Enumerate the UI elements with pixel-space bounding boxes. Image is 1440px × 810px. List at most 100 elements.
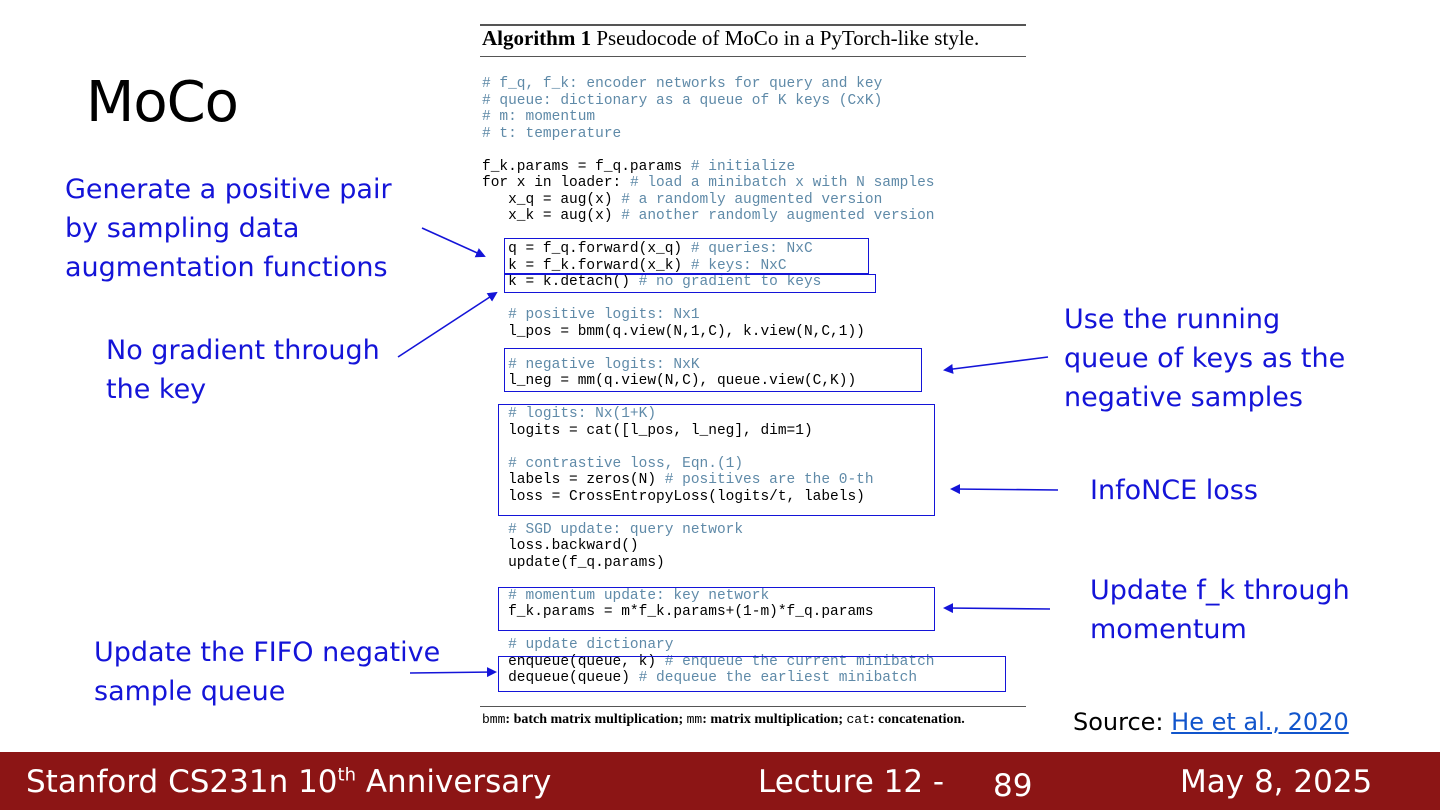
annotation-line: augmentation functions	[65, 252, 388, 283]
annotation-momentum: Update f_k through momentum	[1090, 571, 1350, 649]
annotation-line: by sampling data	[65, 213, 300, 244]
code-comment: # t: temperature	[482, 125, 622, 142]
annotation-line: Update the FIFO negative	[94, 637, 441, 668]
footer-course: Stanford CS231n 10th Anniversary	[26, 764, 551, 800]
footnote-definition: : batch matrix multiplication;	[505, 712, 687, 727]
code-line: # update dictionary	[482, 637, 935, 654]
code-text: update(f_q.params)	[482, 554, 665, 571]
code-line: enqueue(queue, k) # enqueue the current …	[482, 654, 935, 671]
arrow-momentum	[943, 603, 1051, 614]
code-line: # t: temperature	[482, 126, 935, 143]
annotation-line: No gradient through	[106, 335, 380, 366]
code-line: # queue: dictionary as a queue of K keys…	[482, 93, 935, 110]
annotation-positive-pair: Generate a positive pair by sampling dat…	[65, 170, 392, 287]
highlight-box-detach	[504, 274, 876, 293]
code-line: x_k = aug(x) # another randomly augmente…	[482, 208, 935, 225]
code-comment: # logits: Nx(1+K)	[508, 406, 657, 422]
code-line: # contrastive loss, Eqn.(1)	[482, 456, 935, 473]
annotation-line: Use the running	[1064, 304, 1281, 335]
code-text: loss = CrossEntropyLoss(logits/t, labels…	[482, 488, 865, 505]
annotation-line: the key	[106, 374, 207, 405]
code-comment: # queries: NxC	[690, 241, 813, 257]
algorithm-caption: Pseudocode of MoCo in a PyTorch-like sty…	[591, 26, 980, 50]
footnote-term: bmm	[482, 712, 506, 727]
code-comment: # f_q, f_k: encoder networks for query a…	[482, 76, 883, 92]
arrow-fifo	[409, 667, 497, 678]
footer-page-number: 89	[993, 768, 1033, 804]
code-line: loss.backward()	[482, 538, 935, 555]
code-line: # logits: Nx(1+K)	[482, 406, 935, 423]
code-comment: # queue: dictionary as a queue of K keys…	[482, 92, 883, 109]
algorithm-footnote: bmm: batch matrix multiplication; mm: ma…	[482, 712, 965, 728]
code-comment: # contrastive loss, Eqn.(1)	[508, 455, 744, 472]
source-label: Source:	[1073, 708, 1172, 736]
code-text: k = k.detach()	[482, 274, 639, 290]
annotation-line: Update f_k through	[1090, 575, 1350, 606]
code-text: for x in loader:	[482, 175, 630, 191]
code-line: # negative logits: NxK	[482, 357, 935, 374]
top-rule	[480, 24, 1026, 26]
annotation-infonce: InfoNCE loss	[1090, 471, 1258, 510]
footer-date: May 8, 2025	[1180, 764, 1373, 800]
code-text: x_q = aug(x)	[482, 191, 622, 208]
code-line: labels = zeros(N) # positives are the 0-…	[482, 472, 935, 489]
code-line: dequeue(queue) # dequeue the earliest mi…	[482, 670, 935, 687]
course-tail: Anniversary	[356, 764, 552, 800]
code-text: k = f_k.forward(x_k)	[482, 257, 691, 274]
code-text: l_pos = bmm(q.view(N,1,C), k.view(N,C,1)…	[482, 323, 865, 340]
annotation-line: momentum	[1090, 614, 1247, 645]
code-comment: # initialize	[690, 158, 796, 175]
annotation-line: queue of keys as the	[1064, 343, 1346, 374]
code-comment: # no gradient to keys	[638, 274, 822, 290]
code-text: l_neg = mm(q.view(N,C), queue.view(C,K))	[482, 373, 857, 389]
code-comment: # momentum update: key network	[508, 587, 770, 604]
source-citation: Source: He et al., 2020	[1073, 708, 1349, 736]
annotation-line: Generate a positive pair	[65, 174, 392, 205]
footer-lecture: Lecture 12 -	[758, 764, 945, 800]
course-sup: th	[337, 764, 356, 786]
annotation-line: sample queue	[94, 676, 286, 707]
code-text: logits = cat([l_pos, l_neg], dim=1)	[482, 422, 813, 439]
code-comment: # update dictionary	[508, 637, 674, 653]
annotation-line: negative samples	[1064, 382, 1303, 413]
arrow-no-gradient	[397, 291, 498, 358]
code-text: x_k = aug(x)	[482, 208, 622, 224]
code-line: update(f_q.params)	[482, 555, 935, 572]
annotation-running-queue: Use the running queue of keys as the neg…	[1064, 300, 1345, 417]
code-comment: # SGD update: query network	[508, 521, 744, 538]
code-comment: # another randomly augmented version	[621, 208, 935, 224]
code-comment: # keys: NxC	[690, 257, 787, 274]
code-line: q = f_q.forward(x_q) # queries: NxC	[482, 241, 935, 258]
arrow-infonce	[950, 484, 1059, 495]
highlight-box-forward	[504, 238, 869, 274]
code-line: logits = cat([l_pos, l_neg], dim=1)	[482, 423, 935, 440]
course-name: Stanford CS231n 10	[26, 764, 338, 800]
code-line: # positive logits: Nx1	[482, 307, 935, 324]
algorithm-label: Algorithm 1	[482, 26, 592, 50]
footnote-term: cat	[846, 712, 870, 727]
code-comment: # positive logits: Nx1	[508, 307, 700, 323]
annotation-fifo: Update the FIFO negative sample queue	[94, 633, 440, 711]
code-comment: # a randomly augmented version	[621, 191, 883, 208]
code-text: dequeue(queue)	[482, 670, 639, 686]
highlight-box-momentum	[498, 587, 935, 631]
code-line: # m: momentum	[482, 109, 935, 126]
code-comment: # positives are the 0-th	[664, 472, 874, 488]
code-line: l_pos = bmm(q.view(N,1,C), k.view(N,C,1)…	[482, 324, 935, 341]
code-text: loss.backward()	[482, 538, 639, 554]
code-line: f_k.params = m*f_k.params+(1-m)*f_q.para…	[482, 604, 935, 621]
highlight-box-negative-logits	[504, 348, 922, 392]
code-comment: # dequeue the earliest minibatch	[638, 670, 918, 686]
source-link[interactable]: He et al., 2020	[1171, 708, 1349, 736]
code-line: f_k.params = f_q.params # initialize	[482, 159, 935, 176]
code-comment: # enqueue the current minibatch	[664, 653, 935, 670]
code-line: k = f_k.forward(x_k) # keys: NxC	[482, 258, 935, 275]
footnote-definition: : matrix multiplication;	[702, 712, 847, 727]
code-comment: # m: momentum	[482, 109, 596, 125]
code-line: # f_q, f_k: encoder networks for query a…	[482, 76, 935, 93]
arrow-running-queue	[943, 356, 1049, 374]
slide-title: MoCo	[86, 70, 239, 135]
code-line: for x in loader: # load a minibatch x wi…	[482, 175, 935, 192]
code-line: loss = CrossEntropyLoss(logits/t, labels…	[482, 489, 935, 506]
